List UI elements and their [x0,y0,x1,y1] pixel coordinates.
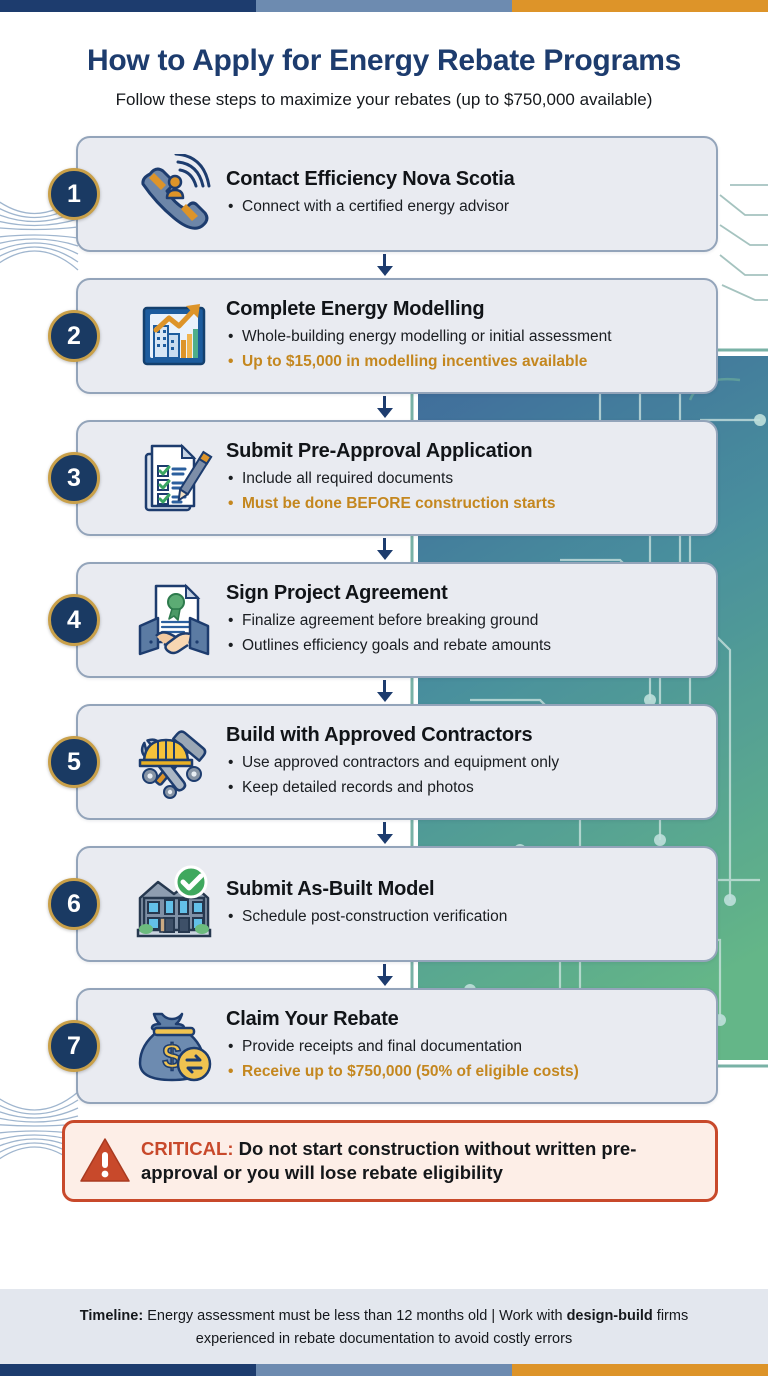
step-connector-arrow [377,822,393,844]
phone-advisor-icon [132,152,216,236]
step-row: Complete Energy ModellingWhole-building … [0,278,768,394]
step-body: Submit As-Built ModelSchedule post-const… [226,878,700,929]
accent-segment-orange [512,0,768,12]
step-number-badge: 6 [48,878,100,930]
page-title: How to Apply for Energy Rebate Programs [87,44,681,77]
bottom-accent-bar [0,1364,768,1376]
step-bullet: Connect with a certified energy advisor [226,195,700,219]
step-connector-arrow [377,538,393,560]
step-bullet: Outlines efficiency goals and rebate amo… [226,634,700,658]
step-card-2[interactable]: Complete Energy ModellingWhole-building … [76,278,718,394]
step-bullet: Keep detailed records and photos [226,776,700,800]
accent-segment-navy [0,1364,256,1376]
energy-modelling-chart-icon [132,294,216,378]
accent-segment-slate [256,1364,512,1376]
critical-message: Do not start construction without writte… [141,1138,637,1183]
step-row: Contact Efficiency Nova ScotiaConnect wi… [0,136,768,252]
step-row: Build with Approved ContractorsUse appro… [0,704,768,820]
step-bullet-list: Finalize agreement before breaking groun… [226,609,700,657]
step-connector-arrow [377,680,393,702]
critical-label: CRITICAL: [141,1138,234,1160]
step-title: Contact Efficiency Nova Scotia [226,168,515,191]
step-body: Sign Project AgreementFinalize agreement… [226,582,700,657]
footer-text-2: firms experienced in rebate documentatio… [195,1308,689,1347]
step-card-1[interactable]: Contact Efficiency Nova ScotiaConnect wi… [76,136,718,252]
step-bullet: Use approved contractors and equipment o… [226,751,700,775]
money-bag-icon: $ [132,1004,216,1088]
step-body: Build with Approved ContractorsUse appro… [226,724,700,799]
step-number-badge: 5 [48,736,100,788]
step-number-badge: 7 [48,1020,100,1072]
critical-warning-banner: CRITICAL: Do not start construction with… [62,1120,718,1202]
step-title: Complete Energy Modelling [226,298,485,321]
footer-line: Timeline: Energy assessment must be less… [40,1305,728,1350]
footer-text-1: Energy assessment must be less than 12 m… [143,1308,567,1325]
warning-triangle-icon [79,1135,131,1187]
step-body: Contact Efficiency Nova ScotiaConnect wi… [226,168,700,219]
step-bullet: Provide receipts and final documentation [226,1035,700,1059]
step-body: Claim Your RebateProvide receipts and fi… [226,1008,700,1083]
step-connector-arrow [377,396,393,418]
step-bullet: Schedule post-construction verification [226,905,700,929]
step-body: Complete Energy ModellingWhole-building … [226,298,700,373]
step-bullet-list: Use approved contractors and equipment o… [226,751,700,799]
step-row: $ Claim Your RebateProvide receipts and … [0,988,768,1104]
step-title: Submit As-Built Model [226,878,435,901]
step-bullet-list: Include all required documentsMust be do… [226,467,700,515]
step-number-badge: 1 [48,168,100,220]
step-bullet: Include all required documents [226,467,700,491]
step-card-4[interactable]: Agree Sign Project AgreementFinalize agr… [76,562,718,678]
step-row: Agree Sign Project AgreementFinalize agr… [0,562,768,678]
step-bullet-highlight: Receive up to $750,000 (50% of eligible … [226,1060,700,1084]
handshake-agreement-icon: Agree [132,578,216,662]
step-connector-arrow [377,964,393,986]
footer-note: Timeline: Energy assessment must be less… [0,1289,768,1364]
step-bullet: Whole-building energy modelling or initi… [226,325,700,349]
step-title: Claim Your Rebate [226,1008,399,1031]
step-bullet-list: Whole-building energy modelling or initi… [226,325,700,373]
accent-segment-orange [512,1364,768,1376]
top-accent-bar [0,0,768,12]
step-body: Submit Pre-Approval ApplicationInclude a… [226,440,700,515]
steps-list: Contact Efficiency Nova ScotiaConnect wi… [0,136,768,1104]
page-subtitle: Follow these steps to maximize your reba… [115,90,653,109]
building-verified-icon [132,862,216,946]
critical-warning-text: CRITICAL: Do not start construction with… [141,1137,697,1184]
step-title: Submit Pre-Approval Application [226,440,533,463]
step-number-badge: 3 [48,452,100,504]
step-bullet-highlight: Up to $15,000 in modelling incentives av… [226,350,700,374]
checklist-pencil-icon [132,436,216,520]
step-number-badge: 2 [48,310,100,362]
step-row: Submit As-Built ModelSchedule post-const… [0,846,768,962]
step-bullet-list: Connect with a certified energy advisor [226,195,700,219]
footer-label-design-build: design-build [566,1308,653,1325]
step-bullet-list: Schedule post-construction verification [226,905,700,929]
hardhat-tools-icon [132,720,216,804]
step-bullet-list: Provide receipts and final documentation… [226,1035,700,1083]
step-connector-arrow [377,254,393,276]
header: How to Apply for Energy Rebate Programs … [0,0,768,110]
step-card-3[interactable]: Submit Pre-Approval ApplicationInclude a… [76,420,718,536]
step-card-6[interactable]: Submit As-Built ModelSchedule post-const… [76,846,718,962]
step-title: Build with Approved Contractors [226,724,533,747]
footer-label-timeline: Timeline: [79,1308,144,1325]
step-title: Sign Project Agreement [226,582,448,605]
step-row: Submit Pre-Approval ApplicationInclude a… [0,420,768,536]
step-bullet: Finalize agreement before breaking groun… [226,609,700,633]
step-bullet-highlight: Must be done BEFORE construction starts [226,492,700,516]
accent-segment-slate [256,0,512,12]
accent-segment-navy [0,0,256,12]
step-card-7[interactable]: $ Claim Your RebateProvide receipts and … [76,988,718,1104]
step-card-5[interactable]: Build with Approved ContractorsUse appro… [76,704,718,820]
step-number-badge: 4 [48,594,100,646]
